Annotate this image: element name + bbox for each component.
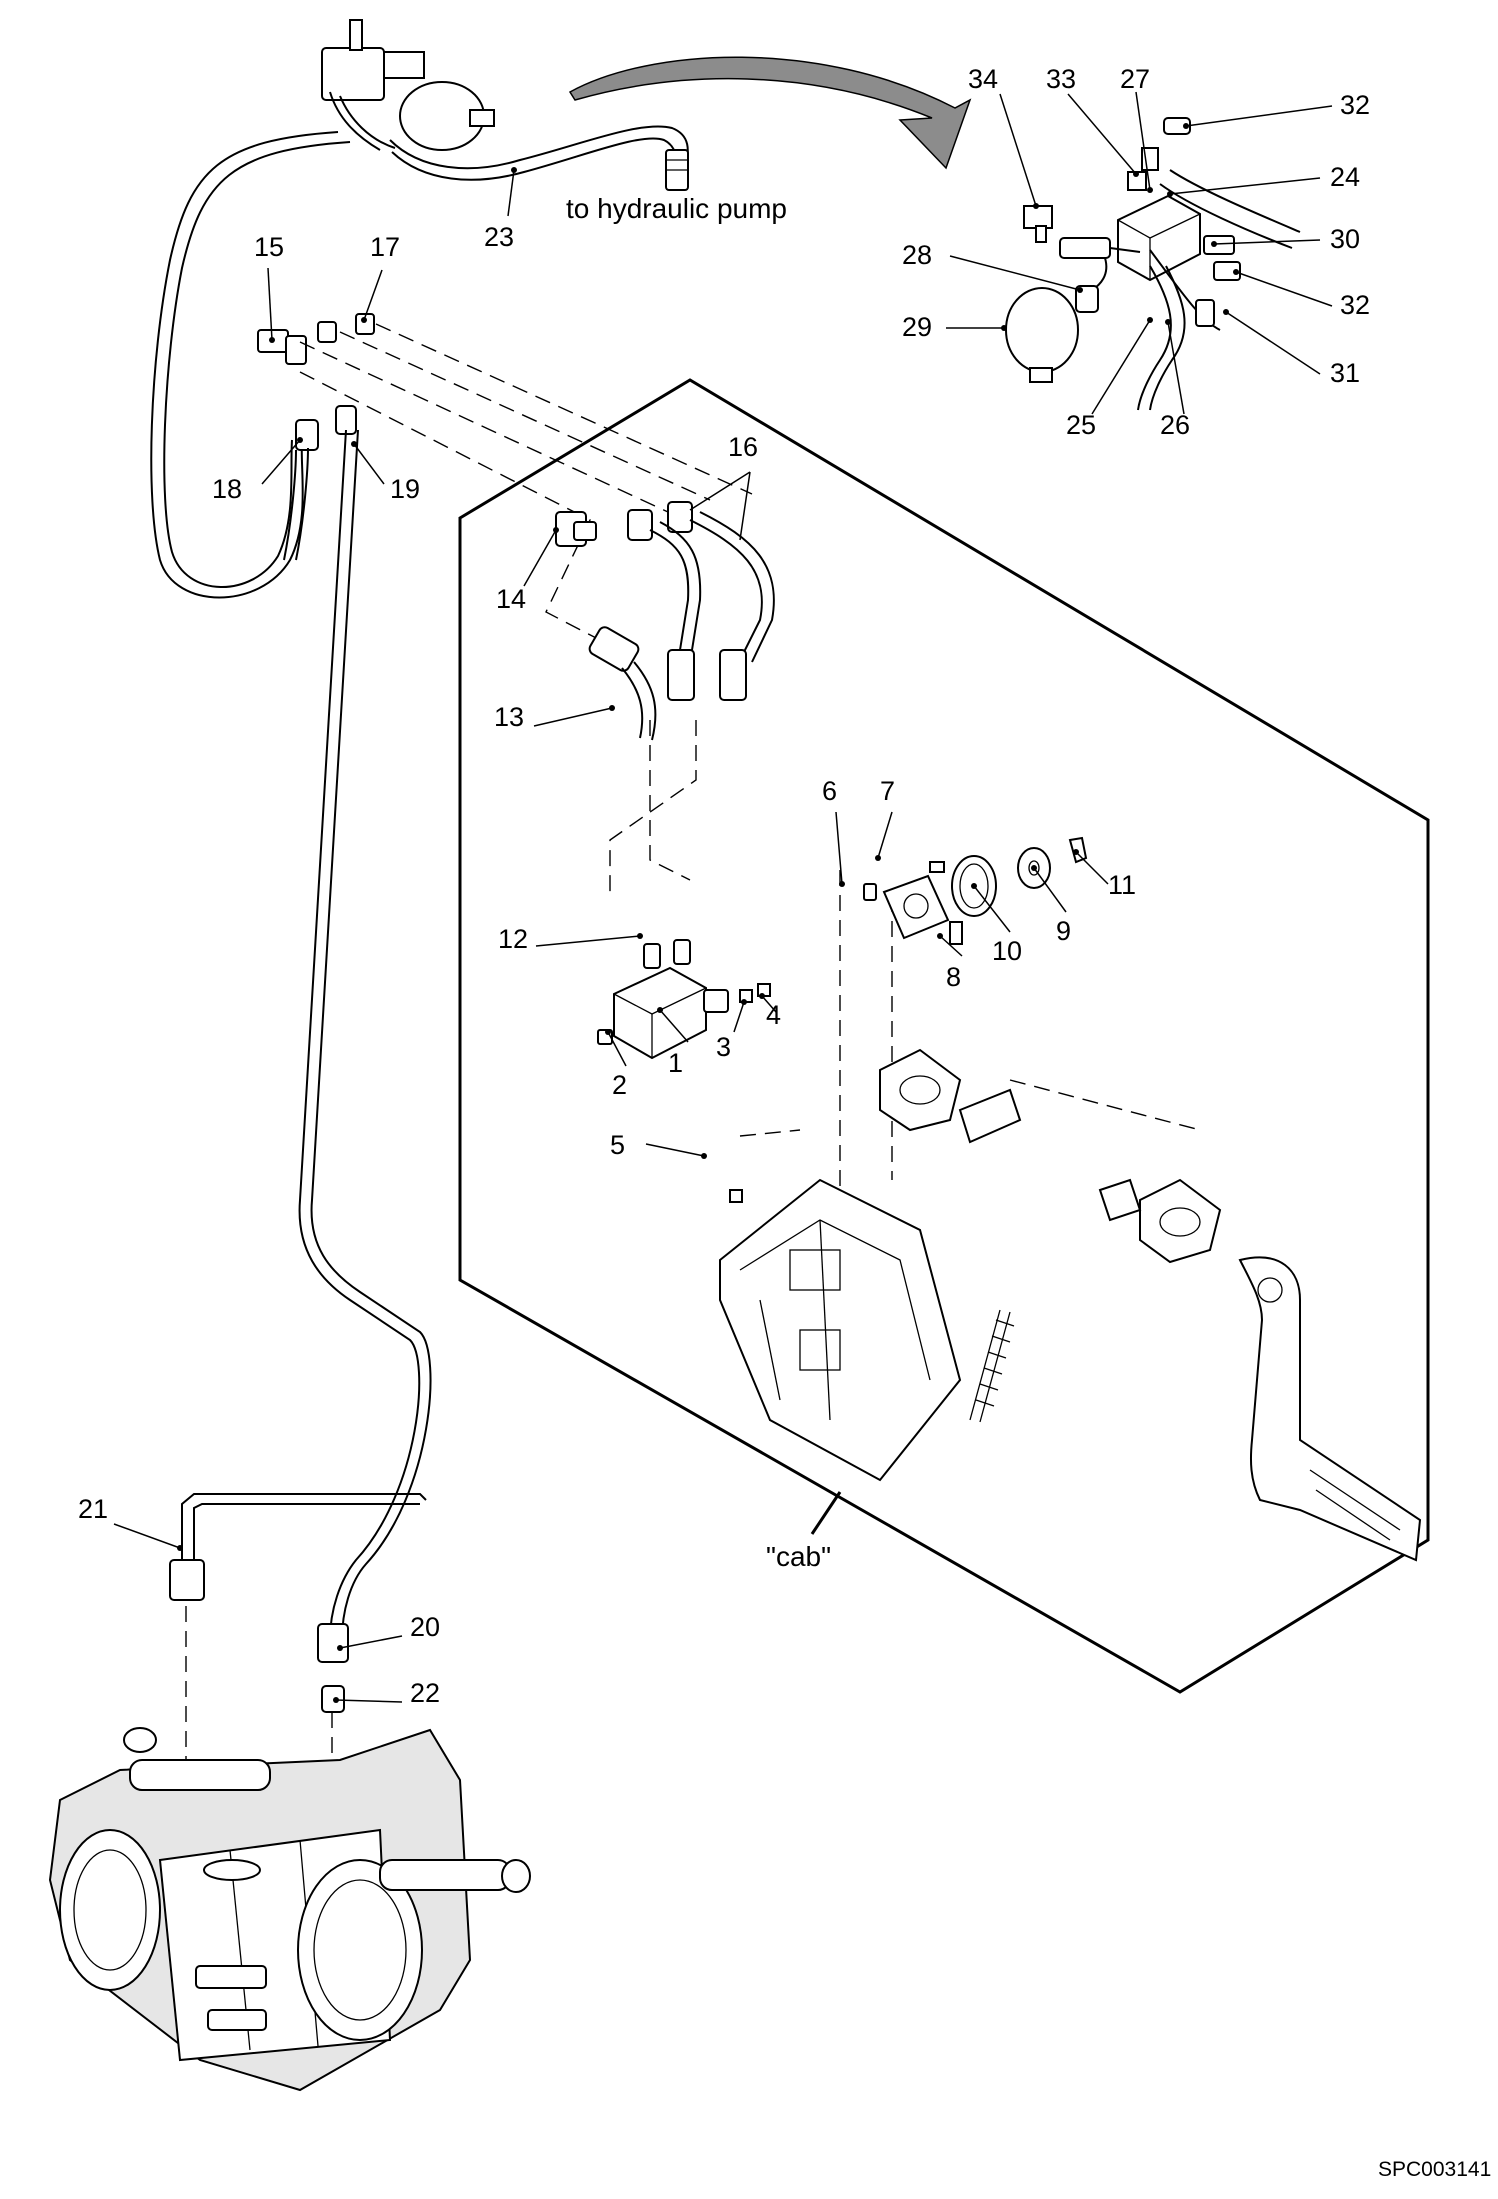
- callout-1: 1: [668, 1048, 683, 1078]
- cab-boundary: [458, 378, 1430, 1694]
- hydraulic-pump-note: to hydraulic pump: [566, 193, 787, 224]
- cab-leader: [810, 1491, 842, 1535]
- callout-11: 11: [1108, 870, 1136, 900]
- cab-hoses: [555, 501, 775, 741]
- callout-7: 7: [880, 776, 895, 806]
- callout-26: 26: [1160, 410, 1190, 440]
- top-manifold: [321, 19, 495, 151]
- callout-2: 2: [612, 1070, 627, 1100]
- callout-30: 30: [1330, 224, 1360, 254]
- pedal-bracket-assembly: [719, 1048, 1422, 1562]
- callout-23: 23: [484, 222, 514, 252]
- callout-34: 34: [968, 64, 998, 94]
- callout-12: 12: [498, 924, 528, 954]
- detail-valve-assembly: [1005, 117, 1301, 411]
- callout-18: 18: [212, 474, 242, 504]
- callout-20: 20: [410, 1612, 440, 1642]
- callout-27: 27: [1120, 64, 1150, 94]
- callout-15: 15: [254, 232, 284, 262]
- callout-29: 29: [902, 312, 932, 342]
- drawing-code: SPC003141: [1378, 2158, 1491, 2181]
- callout-19: 19: [390, 474, 420, 504]
- transmission: [48, 1727, 531, 2092]
- callout-13: 13: [494, 702, 524, 732]
- callout-10: 10: [992, 936, 1022, 966]
- callout-25: 25: [1066, 410, 1096, 440]
- pedal-parts: [863, 836, 1088, 945]
- callout-21: 21: [78, 1494, 108, 1524]
- callout-31: 31: [1330, 358, 1360, 388]
- callout-17: 17: [370, 232, 400, 262]
- callout-8: 8: [946, 962, 961, 992]
- callout-5: 5: [610, 1130, 625, 1160]
- callout-numbers: 1 2 3 4 5 6 7 8 9 10 11 12 13 14 15 16 1…: [78, 64, 1370, 1708]
- callout-33: 33: [1046, 64, 1076, 94]
- callout-16: 16: [728, 432, 758, 462]
- rigid-brake-line: [169, 429, 432, 1713]
- callout-22: 22: [410, 1678, 440, 1708]
- callout-3: 3: [716, 1032, 731, 1062]
- callout-4: 4: [766, 1000, 781, 1030]
- callout-28: 28: [902, 240, 932, 270]
- callout-6: 6: [822, 776, 837, 806]
- cab-label: "cab": [766, 1541, 831, 1572]
- callout-14: 14: [496, 584, 526, 614]
- callout-9: 9: [1056, 916, 1071, 946]
- callout-24: 24: [1330, 162, 1360, 192]
- callout-32-bottom: 32: [1340, 290, 1370, 320]
- callout-leaders: [113, 91, 1333, 1703]
- hose-23: [150, 125, 689, 599]
- detail-arrow: [568, 56, 972, 170]
- callout-32-top: 32: [1340, 90, 1370, 120]
